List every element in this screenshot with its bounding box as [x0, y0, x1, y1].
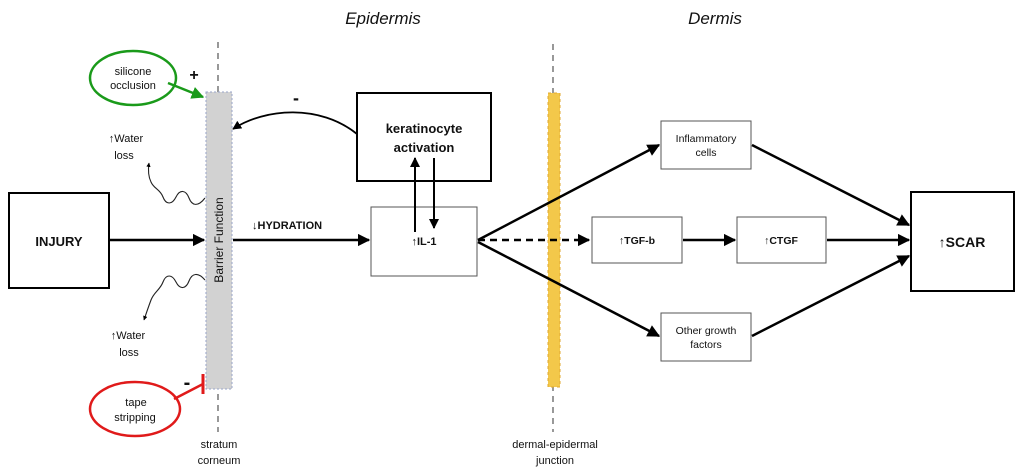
dermal-epidermal-label-line2: junction — [535, 455, 574, 467]
barrier-function-bar — [205, 91, 233, 390]
other-growth-to-scar-arrow — [751, 254, 911, 338]
epidermis-header: Epidermis — [345, 9, 421, 28]
inflammatory-label-line2: cells — [695, 147, 716, 159]
injury-label: INJURY — [35, 234, 83, 249]
dermal-epidermal-label-line1: dermal-epidermal — [512, 439, 598, 451]
inflammatory-to-scar-arrow — [751, 143, 911, 227]
inflammatory-label-line1: Inflammatory — [676, 133, 737, 145]
keratinocyte-label-line1: keratinocyte — [386, 121, 463, 136]
silicone-label-line2: occlusion — [110, 80, 156, 92]
keratinocyte-activation-box — [356, 92, 492, 182]
barrier-function-label: Barrier Function — [212, 197, 226, 282]
water-loss-top-line1: ↑Water — [109, 133, 144, 145]
water-loss-top-line2: loss — [114, 150, 134, 162]
silicone-label-line1: silicone — [115, 66, 152, 78]
water-loss-top-wave — [146, 162, 206, 205]
scar-label: ↑SCAR — [939, 234, 986, 250]
tape-minus-sign: - — [184, 372, 191, 394]
tape-label-line2: stripping — [114, 412, 156, 424]
tape-to-barrier-inhibit-line — [173, 382, 204, 401]
scar-box — [910, 191, 1015, 292]
tape-label-line1: tape — [125, 397, 146, 409]
silicone-plus-sign: + — [189, 67, 198, 84]
tgfb-label: ↑TGF-b — [619, 235, 655, 247]
dermis-header: Dermis — [688, 9, 742, 28]
hydration-label: ↓HYDRATION — [252, 220, 322, 232]
il1-to-inflammatory-arrow — [477, 143, 661, 242]
ctgf-label: ↑CTGF — [764, 235, 798, 247]
tape-stripping-oval — [88, 380, 182, 438]
ctgf-box — [736, 216, 827, 264]
feedback-minus-sign: - — [293, 88, 299, 108]
il1-to-other-growth-arrow — [477, 240, 661, 338]
il1-label: ↑IL-1 — [411, 236, 436, 248]
tgfb-box — [591, 216, 683, 264]
il1-box — [370, 206, 478, 277]
water-loss-bottom-line1: ↑Water — [111, 330, 146, 342]
water-loss-bottom-line2: loss — [119, 347, 139, 359]
stratum-corneum-label-line1: stratum — [201, 439, 238, 451]
silicone-to-barrier-arrow — [167, 81, 205, 99]
keratinocyte-to-barrier-feedback-arrow — [232, 111, 358, 135]
other-growth-factors-box — [660, 312, 752, 362]
other-growth-label-line2: factors — [690, 339, 722, 351]
water-loss-bottom-wave — [143, 273, 206, 321]
other-growth-label-line1: Other growth — [676, 325, 737, 337]
silicone-occlusion-oval — [88, 49, 178, 107]
inflammatory-cells-box — [660, 120, 752, 170]
injury-box — [8, 192, 110, 289]
stratum-corneum-label-line2: corneum — [198, 455, 241, 467]
keratinocyte-label-line2: activation — [394, 140, 455, 155]
